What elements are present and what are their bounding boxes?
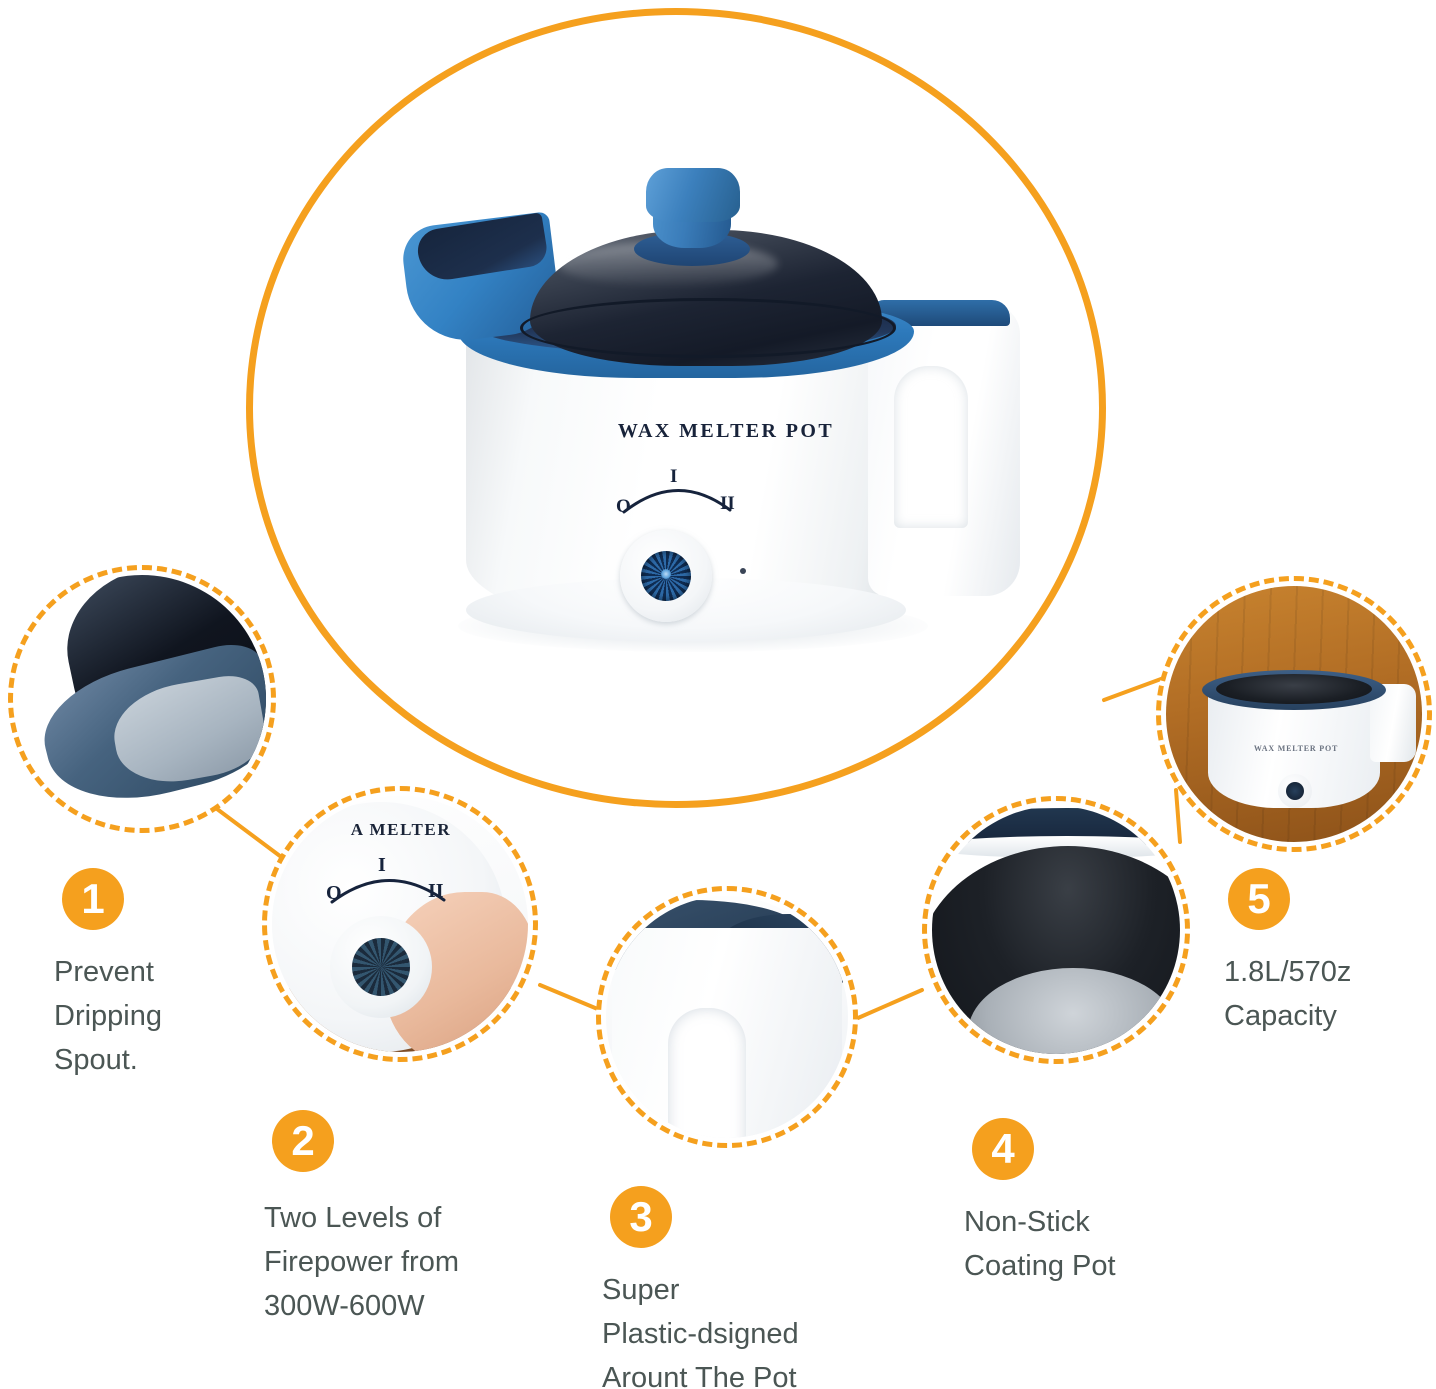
thumbnail-nonstick-interior-detail[interactable] — [922, 796, 1190, 1064]
lid-rim-ring — [520, 298, 896, 358]
caption-2-line-1: Two Levels of — [264, 1202, 442, 1234]
thumbnail-control-dial-detail[interactable]: A MELTER O I II — [262, 786, 538, 1062]
thumbnail-2-dial-mark-off: O — [326, 882, 342, 904]
dial-arc-icon — [622, 489, 732, 514]
thumbnail-2-dial-arc-icon — [330, 879, 446, 904]
thumbnail-2-dial-mark-low: I — [378, 854, 386, 876]
thumbnail-spout-detail[interactable] — [8, 565, 276, 833]
feature-caption-4: Non-Stick Coating Pot — [964, 1200, 1204, 1288]
caption-2-line-3: 300W-600W — [264, 1290, 425, 1323]
caption-1-line-3: Spout. — [54, 1044, 138, 1077]
caption-5-line-1: 1.8L/570z — [1224, 956, 1352, 988]
hero-circle-outline — [246, 8, 1106, 808]
main-product-image: WAX MELTER POT O I II — [398, 148, 1058, 652]
thumbnail-handle-detail[interactable] — [596, 886, 858, 1148]
feature-caption-2: Two Levels of Firepower from 300W-600W — [264, 1196, 524, 1328]
caption-1-line-1: Prevent — [54, 956, 154, 988]
caption-2-line-2: Firepower from — [264, 1246, 459, 1279]
feature-badge-3: 3 — [610, 1186, 672, 1248]
dial-mark-low: I — [670, 466, 678, 487]
caption-3-line-1: Super — [602, 1274, 680, 1306]
feature-caption-1: Prevent Dripping Spout. — [54, 950, 264, 1082]
caption-4-line-1: Non-Stick — [964, 1206, 1090, 1238]
control-knob[interactable] — [641, 551, 691, 601]
connector-3-to-4 — [856, 988, 924, 1020]
caption-3-line-3: Arount The Pot — [602, 1362, 797, 1389]
thumbnail-5-brand-label: WAX MELTER POT — [1253, 744, 1339, 753]
pilot-light-icon — [740, 568, 746, 574]
feature-badge-4: 4 — [972, 1118, 1034, 1180]
feature-badge-5: 5 — [1228, 868, 1290, 930]
dial-mark-high: II — [720, 493, 735, 514]
product-brand-label: WAX MELTER POT — [617, 420, 835, 442]
thumbnail-5-image: WAX MELTER POT — [1166, 586, 1422, 842]
dial-mark-off: O — [616, 496, 631, 517]
lid-knob-top[interactable] — [646, 168, 740, 222]
thumbnail-2-brand-label: A MELTER — [350, 820, 452, 839]
caption-5-line-2: Capacity — [1224, 1000, 1337, 1033]
pot-handle-opening — [894, 366, 968, 528]
feature-caption-5: 1.8L/570z Capacity — [1224, 950, 1436, 1038]
feature-badge-1: 1 — [62, 868, 124, 930]
caption-4-line-2: Coating Pot — [964, 1250, 1116, 1283]
thumbnail-4-image — [932, 806, 1180, 1054]
thumbnail-1-image — [18, 575, 266, 823]
thumbnail-capacity-detail[interactable]: WAX MELTER POT — [1156, 576, 1432, 852]
thumbnail-2-dial-mark-high: II — [428, 880, 444, 902]
feature-badge-2: 2 — [272, 1110, 334, 1172]
caption-3-line-2: Plastic-dsigned — [602, 1318, 799, 1351]
caption-1-line-2: Dripping — [54, 1000, 162, 1033]
thumbnail-3-image — [606, 896, 848, 1138]
feature-caption-3: Super Plastic-dsigned Arount The Pot — [602, 1268, 882, 1389]
thumbnail-2-image: A MELTER O I II — [272, 796, 528, 1052]
connector-2-to-3 — [538, 983, 602, 1012]
